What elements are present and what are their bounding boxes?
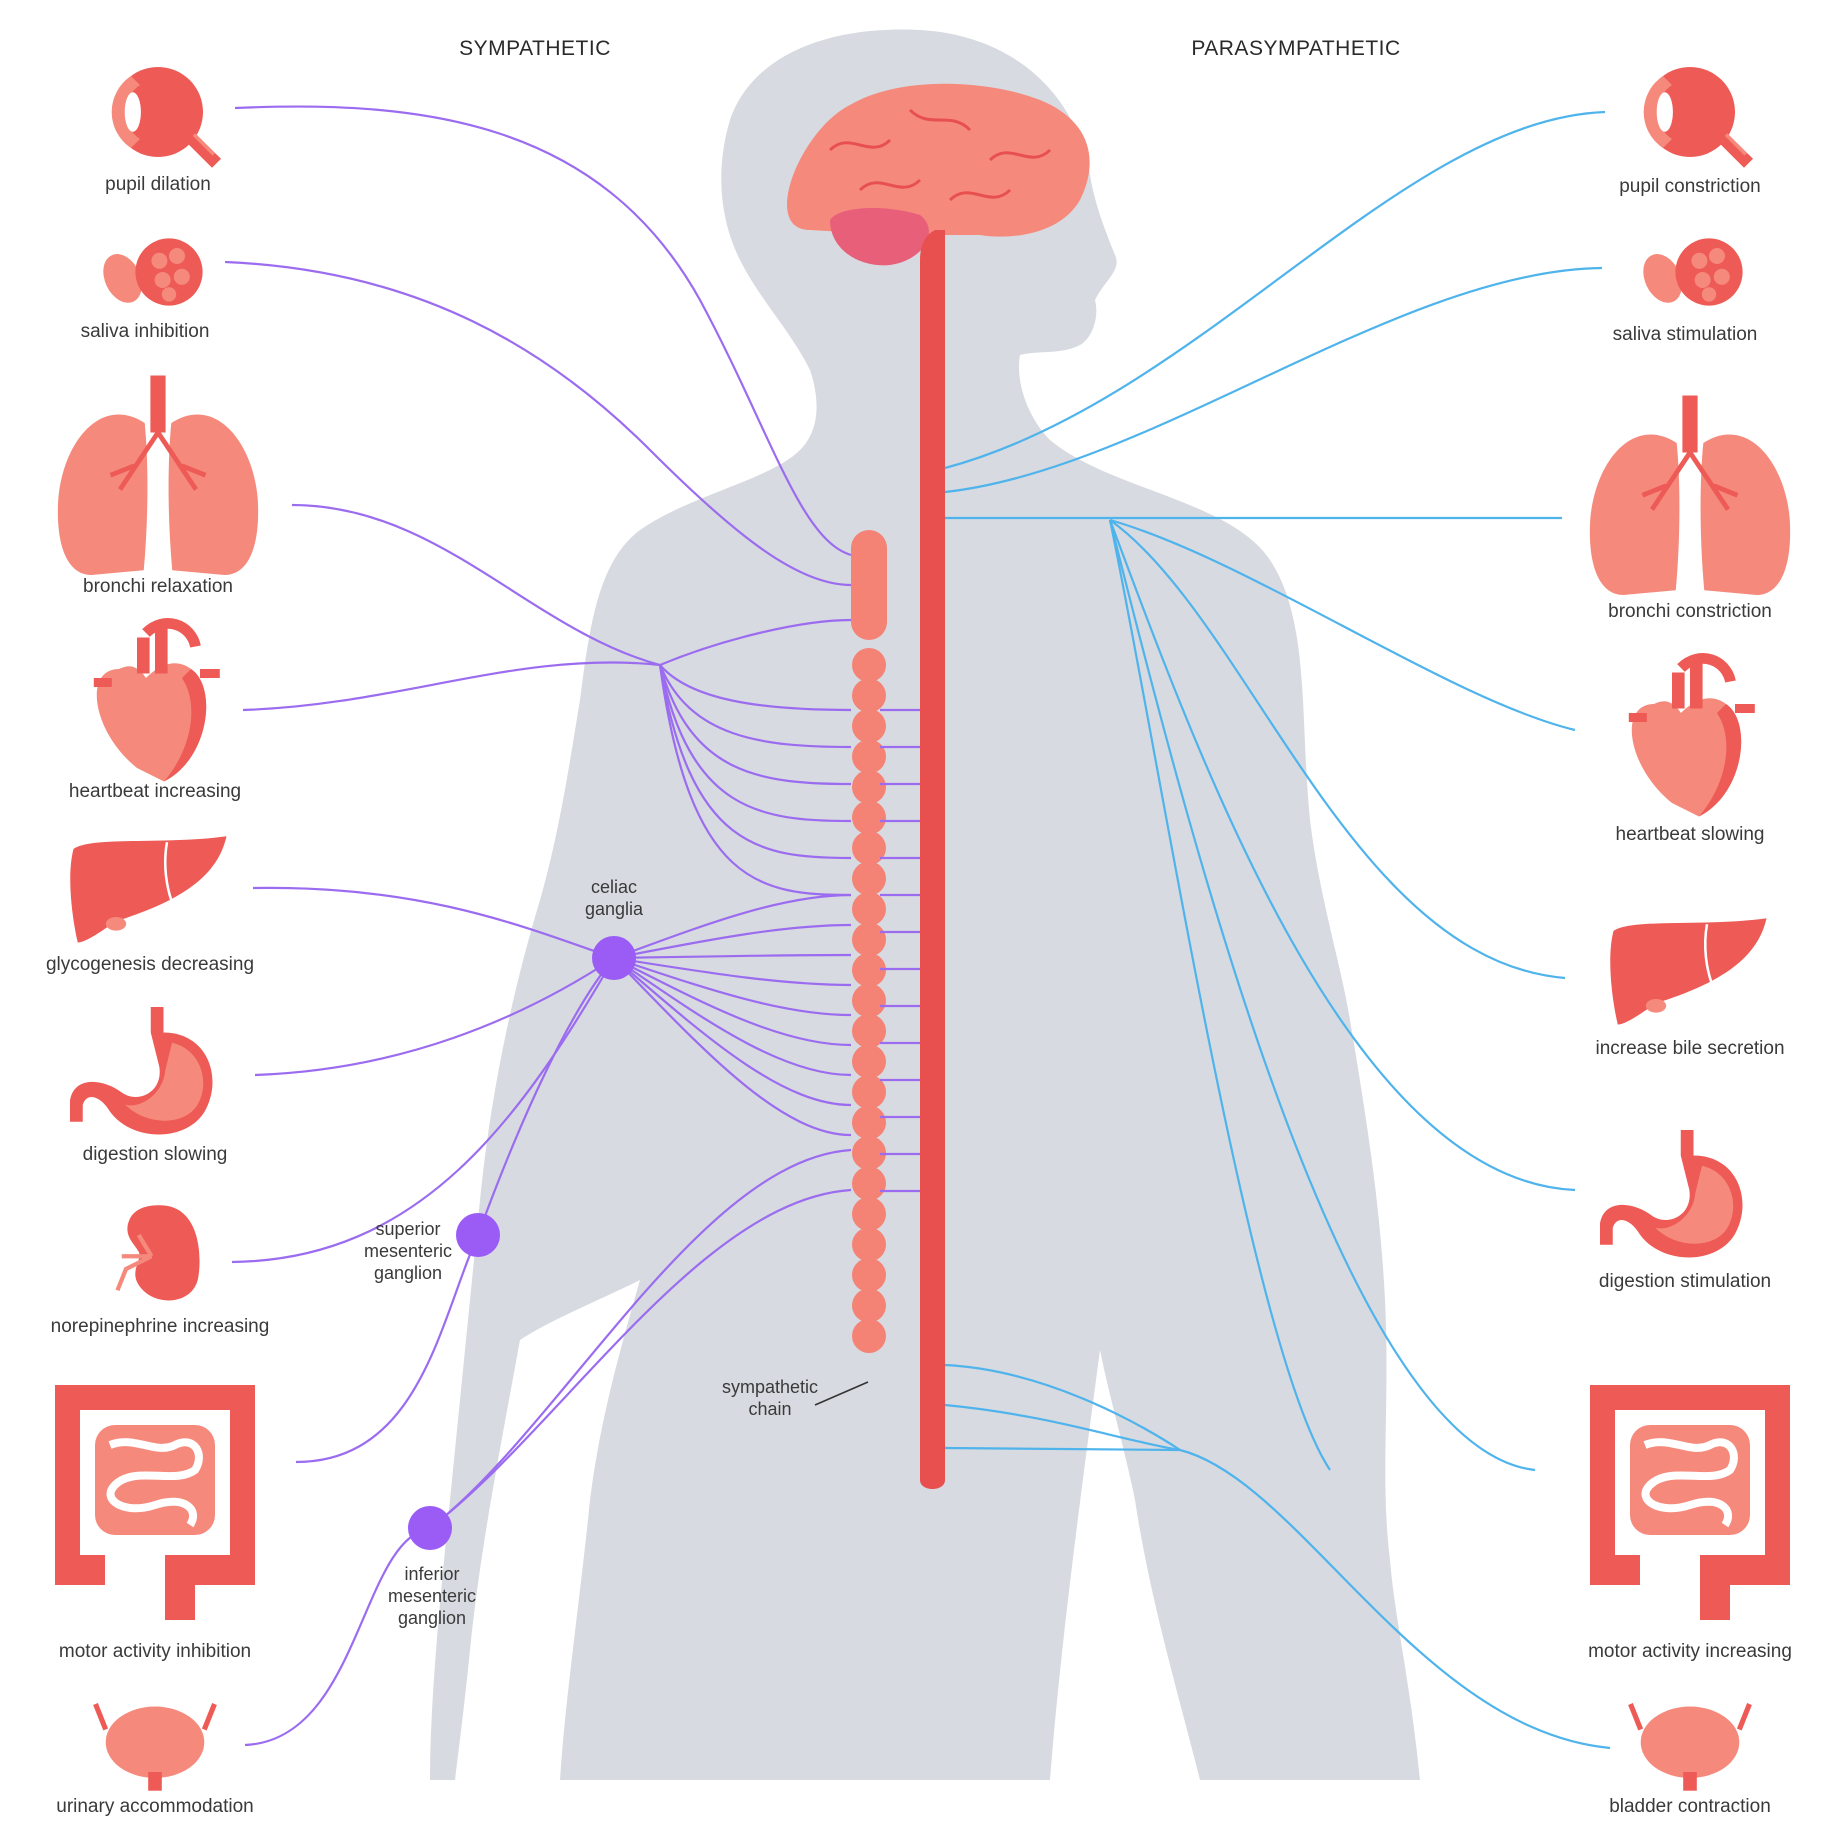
celiac-ganglion <box>592 936 636 980</box>
svg-text:inferior: inferior <box>404 1564 459 1584</box>
liver-icon <box>70 836 226 942</box>
svg-text:chain: chain <box>748 1399 791 1419</box>
superior-mesenteric-label: superior mesenteric ganglion <box>364 1219 452 1283</box>
chain-bead <box>852 1289 886 1323</box>
sympathetic-organ-6: norepinephrine increasing <box>51 1205 270 1337</box>
sympathetic-effect-label: urinary accommodation <box>56 1796 253 1817</box>
chain-bead <box>852 1258 886 1292</box>
chain-bead <box>852 679 886 713</box>
salivary-gland-icon <box>96 238 203 309</box>
liver-icon <box>1610 918 1766 1024</box>
parasympathetic-effect-label: saliva stimulation <box>1613 324 1758 345</box>
chain-bead <box>852 709 886 743</box>
eye-icon <box>112 67 221 168</box>
sympathetic-effect-label: bronchi relaxation <box>83 576 233 597</box>
sympathetic-organ-4: glycogenesis decreasing <box>46 836 254 975</box>
heart-icon <box>1629 658 1755 816</box>
chain-bead <box>852 740 886 774</box>
sympathetic-effect-label: heartbeat increasing <box>69 781 241 802</box>
svg-text:sympathetic: sympathetic <box>722 1377 818 1397</box>
chain-segment <box>851 530 887 640</box>
svg-text:superior: superior <box>375 1219 440 1239</box>
chain-bead <box>852 831 886 865</box>
sympathetic-nerve <box>245 1528 430 1745</box>
svg-text:mesenteric: mesenteric <box>388 1586 476 1606</box>
parasympathetic-organ-1: saliva stimulation <box>1613 238 1758 345</box>
parasympathetic-effect-label: digestion stimulation <box>1599 1271 1771 1292</box>
chain-bead <box>852 984 886 1018</box>
stomach-icon <box>1600 1130 1743 1258</box>
parasympathetic-organ-6: motor activity increasing <box>1588 1385 1792 1662</box>
parasympathetic-organ-0: pupil constriction <box>1619 67 1761 197</box>
parasympathetic-effect-label: pupil constriction <box>1619 176 1761 197</box>
superior-mesenteric-ganglion <box>456 1213 500 1257</box>
sympathetic-organ-2: bronchi relaxation <box>58 376 258 598</box>
sympathetic-organ-3: heartbeat increasing <box>69 623 241 802</box>
sympathetic-effect-label: digestion slowing <box>83 1144 228 1165</box>
intestines-icon <box>55 1385 255 1620</box>
kidney-icon <box>118 1205 200 1300</box>
parasympathetic-organ-2: bronchi constriction <box>1590 396 1790 623</box>
sympathetic-organ-5: digestion slowing <box>70 1007 227 1165</box>
bladder-icon <box>96 1704 215 1791</box>
parasympathetic-organ-4: increase bile secretion <box>1595 918 1784 1059</box>
parasympathetic-organ-7: bladder contraction <box>1609 1704 1771 1817</box>
svg-text:ganglion: ganglion <box>374 1263 442 1283</box>
parasympathetic-effect-label: motor activity increasing <box>1588 1641 1792 1662</box>
sympathetic-effect-label: norepinephrine increasing <box>51 1316 270 1337</box>
parasympathetic-organ-5: digestion stimulation <box>1599 1130 1771 1292</box>
sympathetic-organs: pupil dilation saliva inhibition bronchi r… <box>46 67 269 1817</box>
parasympathetic-organ-3: heartbeat slowing <box>1616 658 1765 845</box>
lungs-icon <box>1590 396 1790 596</box>
chain-bead <box>852 1167 886 1201</box>
lungs-icon <box>58 376 258 576</box>
sympathetic-organ-8: urinary accommodation <box>56 1704 253 1817</box>
sympathetic-effect-label: glycogenesis decreasing <box>46 954 254 975</box>
chain-bead <box>852 1319 886 1353</box>
bladder-icon <box>1631 1704 1750 1791</box>
chain-bead <box>852 1045 886 1079</box>
parasympathetic-header: PARASYMPATHETIC <box>1191 37 1400 60</box>
svg-text:celiac: celiac <box>591 877 637 897</box>
chain-bead <box>852 1106 886 1140</box>
svg-text:ganglion: ganglion <box>398 1608 466 1628</box>
chain-bead <box>852 862 886 896</box>
svg-text:ganglia: ganglia <box>585 899 644 919</box>
svg-text:mesenteric: mesenteric <box>364 1241 452 1261</box>
chain-bead <box>852 1228 886 1262</box>
parasympathetic-effect-label: bladder contraction <box>1609 1796 1771 1817</box>
parasympathetic-organs: pupil constriction saliva stimulation bron… <box>1588 67 1792 1817</box>
heart-icon <box>94 623 220 781</box>
chain-bead <box>852 770 886 804</box>
sympathetic-effect-label: pupil dilation <box>105 174 211 195</box>
sympathetic-organ-7: motor activity inhibition <box>55 1385 255 1662</box>
chain-bead <box>852 801 886 835</box>
parasympathetic-effect-label: bronchi constriction <box>1608 601 1772 622</box>
intestines-icon <box>1590 1385 1790 1620</box>
spinal-cord <box>920 230 945 1489</box>
parasympathetic-effect-label: increase bile secretion <box>1595 1038 1784 1059</box>
chain-bead <box>852 1197 886 1231</box>
eye-icon <box>1644 67 1753 168</box>
sympathetic-organ-1: saliva inhibition <box>81 238 210 342</box>
stomach-icon <box>70 1007 213 1135</box>
chain-bead <box>852 892 886 926</box>
sympathetic-organ-0: pupil dilation <box>105 67 221 195</box>
sympathetic-effect-label: saliva inhibition <box>81 321 210 342</box>
chain-bead <box>852 923 886 957</box>
sympathetic-effect-label: motor activity inhibition <box>59 1641 251 1662</box>
chain-bead <box>852 648 886 682</box>
sympathetic-header: SYMPATHETIC <box>459 37 611 60</box>
inferior-mesenteric-ganglion <box>408 1506 452 1550</box>
salivary-gland-icon <box>1636 238 1743 309</box>
parasympathetic-effect-label: heartbeat slowing <box>1616 824 1765 845</box>
